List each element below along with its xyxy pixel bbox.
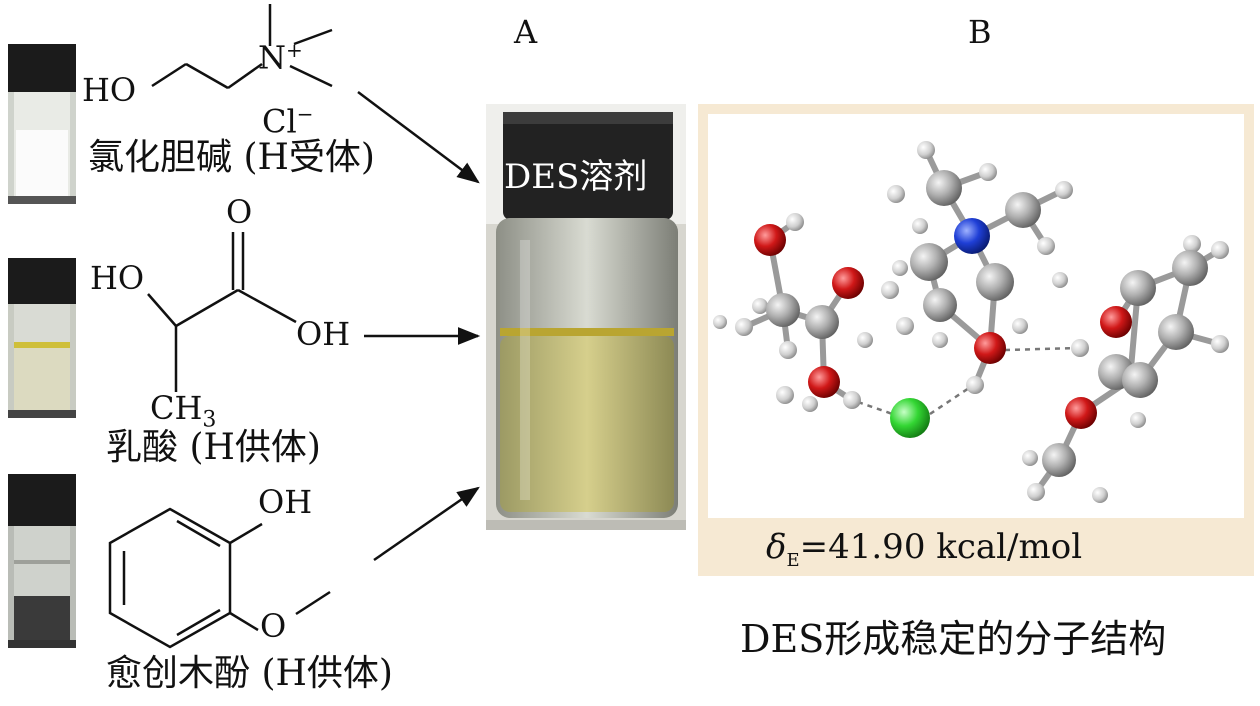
reagent-name-lactic: 乳酸 (H供体) xyxy=(106,427,321,468)
choline-n: N+ xyxy=(258,38,303,77)
choline-structure xyxy=(151,4,333,90)
reagent-name-guaiacol: 愈创木酚 (H供体) xyxy=(106,653,393,694)
lactic-ch3-sub: 3 xyxy=(202,407,217,433)
lactic-o: O xyxy=(226,193,253,231)
molecular-model xyxy=(713,141,1229,503)
panel-label-a: A xyxy=(514,13,538,51)
guaiacol-oh: OH xyxy=(258,483,313,521)
des-solvent-photo xyxy=(486,104,686,530)
choline-cl-charge: − xyxy=(296,102,314,126)
interaction-energy: δE=41.90 kcal/mol xyxy=(766,527,1083,571)
choline-ho: HO xyxy=(82,71,137,109)
panel-label-b: B xyxy=(968,13,992,51)
choline-n-charge: + xyxy=(286,38,303,62)
lactic-ch3: CH3 xyxy=(150,389,217,433)
guaiacol-o: O xyxy=(260,607,287,645)
choline-cl: Cl− xyxy=(262,102,314,141)
des-solvent-label: DES溶剂 xyxy=(504,157,648,197)
energy-subscript: E xyxy=(786,549,800,571)
figure-caption: DES形成稳定的分子结构 xyxy=(740,617,1167,661)
guaiacol-structure xyxy=(108,507,331,649)
vial-choline-chloride xyxy=(8,44,76,204)
vial-lactic-acid xyxy=(8,258,76,418)
reagent-name-choline: 氯化胆碱 (H受体) xyxy=(88,137,375,178)
lactic-ho: HO xyxy=(90,259,145,297)
lactic-oh: OH xyxy=(296,315,351,353)
reaction-arrows xyxy=(357,91,481,562)
vial-guaiacol xyxy=(8,474,76,648)
lactic-acid-structure xyxy=(147,232,297,392)
